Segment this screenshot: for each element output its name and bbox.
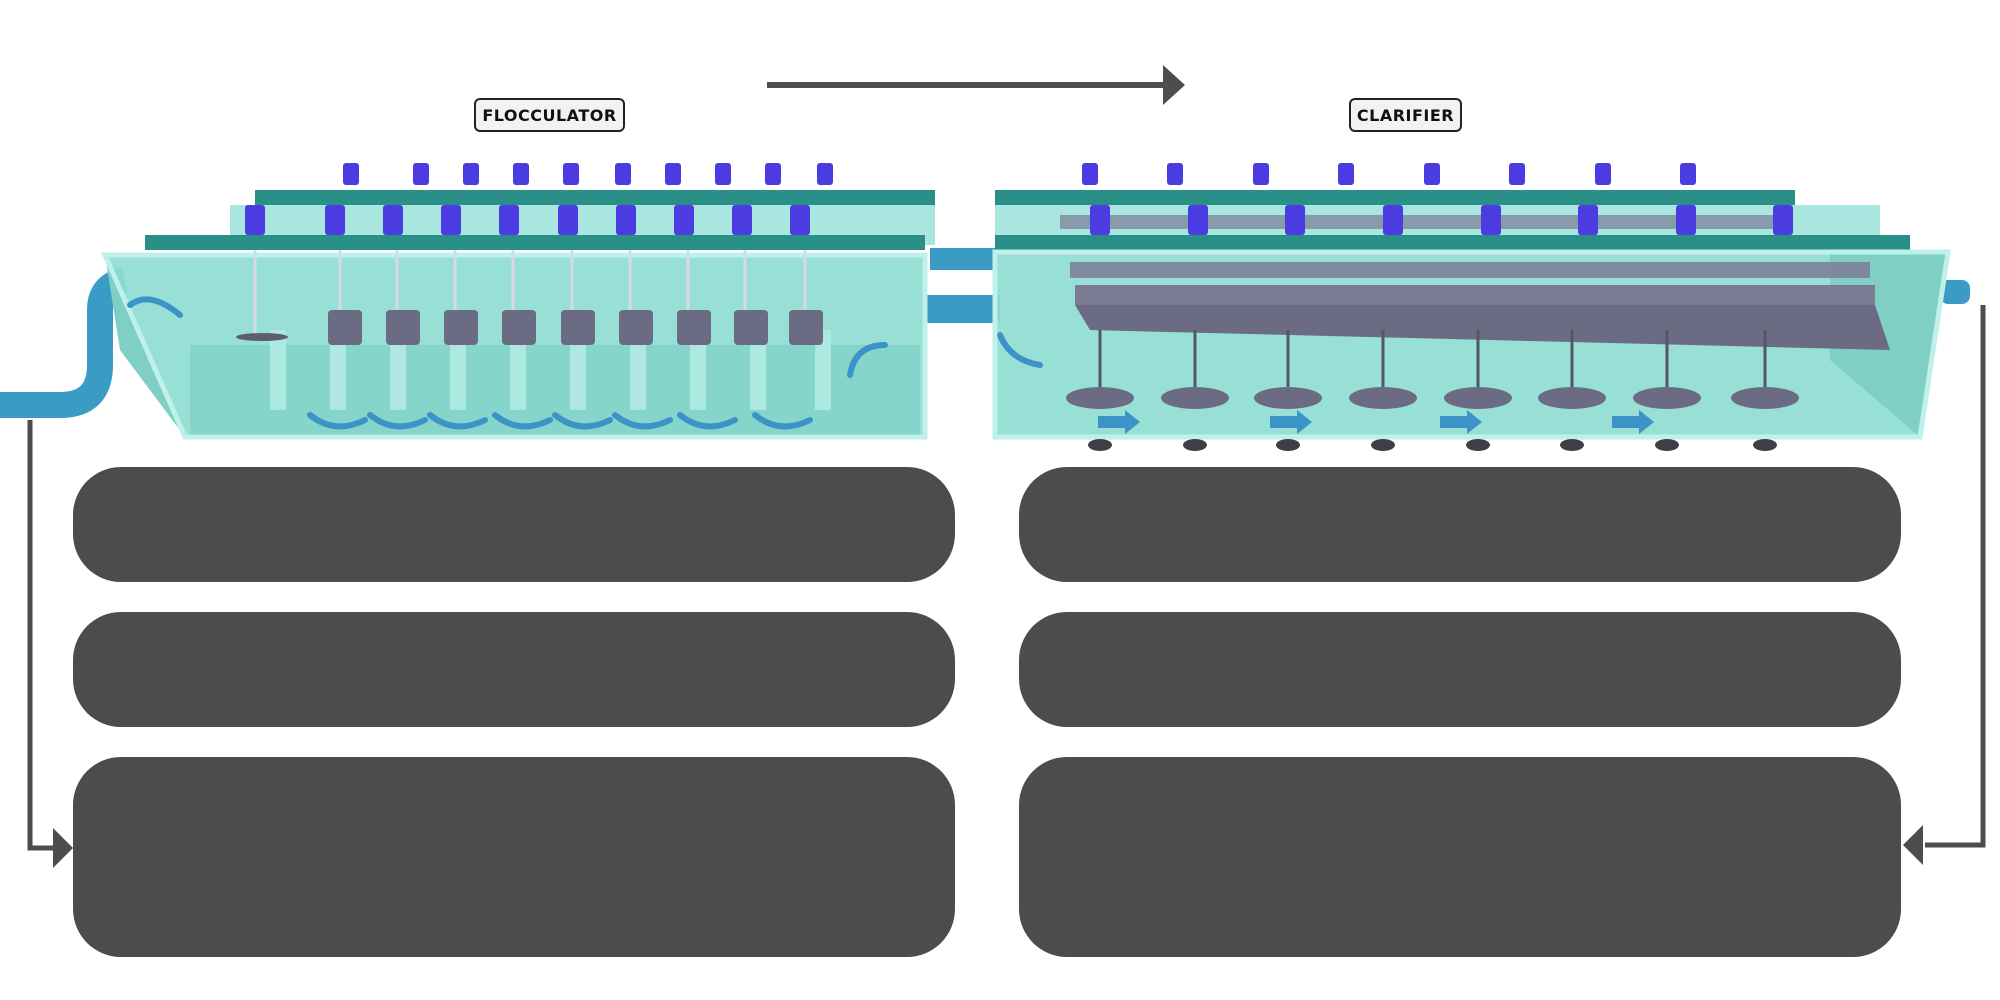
flow-direction-arrow-icon (767, 65, 1185, 105)
right-return-connector (1903, 305, 1986, 865)
flocculator-paddles (236, 250, 823, 345)
clarifier-info-panel-2 (1019, 612, 1901, 727)
left-return-connector (27, 420, 73, 868)
flow-arrow-icon (1098, 410, 1654, 434)
flocculator-info-panel-3 (73, 757, 955, 957)
flow-arrow-icon (127, 296, 888, 430)
inlet-pipe (0, 267, 129, 418)
clarifier-tank (992, 163, 1951, 451)
mixer-motor-icon (1082, 163, 1793, 235)
mixer-motor-icon (245, 205, 810, 235)
clarifier-label: CLARIFIER (1349, 98, 1462, 132)
flocculator-label: FLOCCULATOR (474, 98, 625, 132)
inlet-flow-arrow-icon (997, 332, 1043, 368)
outlet-pipe (1940, 280, 1970, 304)
connecting-pipe (925, 248, 1000, 323)
mixer-motor-icon (343, 163, 833, 185)
sludge-scrapers (1066, 330, 1799, 451)
clarifier-info-panel-3 (1019, 757, 1901, 957)
flocculator-tank (101, 163, 935, 440)
clarifier-info-panel-1 (1019, 467, 1901, 582)
flocculator-info-panel-1 (73, 467, 955, 582)
flocculator-baffles (270, 330, 831, 410)
flocculator-info-panel-2 (73, 612, 955, 727)
settling-tubes (1060, 215, 1890, 350)
